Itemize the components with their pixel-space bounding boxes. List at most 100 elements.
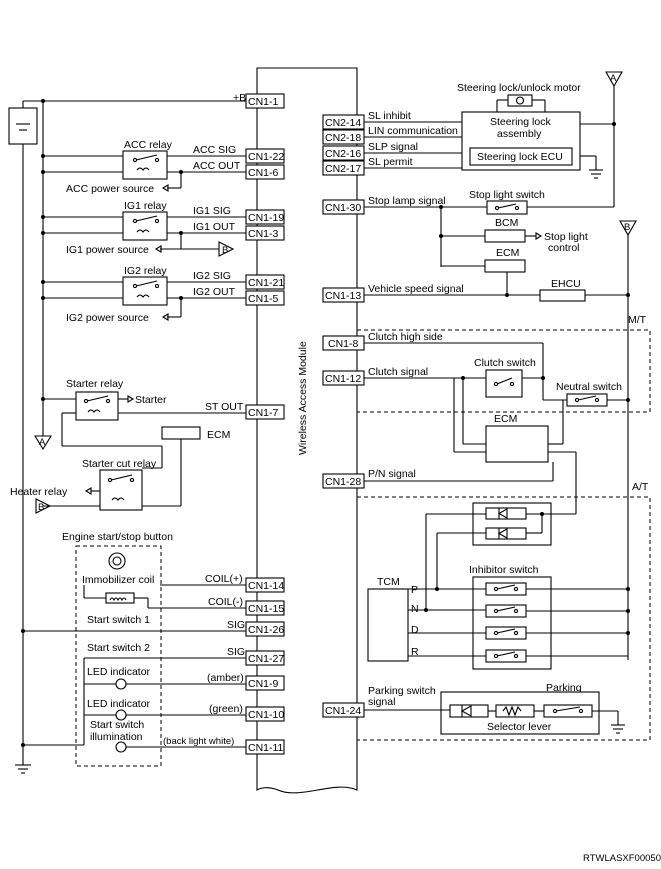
amber-label: (amber) bbox=[207, 672, 244, 684]
pin-cn2-16: CN2-16 bbox=[325, 148, 361, 160]
acc-power-label: ACC power source bbox=[66, 183, 154, 195]
clutch-signal-label: Clutch signal bbox=[368, 366, 428, 378]
pin-cn1-26: CN1-26 bbox=[248, 624, 284, 636]
pos-d-label: D bbox=[411, 624, 419, 636]
steering-assembly-2: assembly bbox=[497, 128, 542, 140]
pin-cn1-6: CN1-6 bbox=[248, 167, 279, 179]
ig2-sig-label: IG2 SIG bbox=[193, 270, 231, 282]
acc-relay-label: ACC relay bbox=[124, 139, 173, 151]
starter-label: Starter bbox=[135, 394, 167, 406]
pin-cn1-15: CN1-15 bbox=[248, 603, 284, 615]
ehcu-label: EHCU bbox=[551, 278, 581, 290]
slp-label: SLP signal bbox=[368, 141, 418, 153]
module-title: Wireless Access Module bbox=[297, 341, 309, 455]
plus-b-label: +B bbox=[233, 92, 246, 104]
green-label: (green) bbox=[209, 703, 243, 715]
pin-cn1-19: CN1-19 bbox=[248, 212, 284, 224]
parking-signal-1: Parking switch bbox=[368, 685, 436, 697]
start-illum-2-label: illumination bbox=[90, 731, 143, 743]
start-illum-1-label: Start switch bbox=[90, 719, 144, 731]
pos-r-label: R bbox=[411, 646, 419, 658]
ig1-power-label: IG1 power source bbox=[66, 244, 149, 256]
left-wiring: ACC relay ACC SIG ACC OUT ACC power sour… bbox=[8, 92, 246, 774]
starter-relay-label: Starter relay bbox=[66, 378, 124, 390]
start-switch-1-label: Start switch 1 bbox=[87, 614, 150, 626]
right-wiring: Steering lock/unlock motor Steering lock… bbox=[357, 71, 651, 741]
clutch-switch-label: Clutch switch bbox=[474, 357, 536, 369]
pos-n-label: N bbox=[411, 603, 419, 615]
pn-signal-label: P/N signal bbox=[368, 468, 416, 480]
engine-button-label: Engine start/stop button bbox=[62, 531, 173, 543]
pin-cn1-5: CN1-5 bbox=[248, 293, 279, 305]
pin-cn1-27: CN1-27 bbox=[248, 653, 284, 665]
connector-b-ig1: B bbox=[222, 245, 228, 256]
clutch-high-label: Clutch high side bbox=[368, 331, 443, 343]
tcm-label: TCM bbox=[377, 576, 400, 588]
pin-cn2-17: CN2-17 bbox=[325, 163, 361, 175]
wireless-access-module: Wireless Access Module bbox=[256, 67, 358, 794]
ecm-mt-label: ECM bbox=[494, 413, 517, 425]
parking-switch-1: Parking bbox=[546, 682, 582, 694]
ig1-sig-label: IG1 SIG bbox=[193, 205, 231, 217]
pin-cn1-10: CN1-10 bbox=[248, 709, 284, 721]
ecm-left-label: ECM bbox=[207, 429, 230, 441]
lin-label: LIN communication bbox=[368, 125, 458, 137]
ig2-out-label: IG2 OUT bbox=[193, 286, 236, 298]
start-switch-2-label: Start switch 2 bbox=[87, 642, 150, 654]
ig2-power-label: IG2 power source bbox=[66, 312, 149, 324]
pos-p-label: P bbox=[411, 584, 418, 596]
back-light-label: (back light white) bbox=[163, 736, 234, 747]
ig2-relay-label: IG2 relay bbox=[124, 265, 167, 277]
vehicle-speed-label: Vehicle speed signal bbox=[368, 283, 464, 295]
pin-cn1-8: CN1-8 bbox=[328, 338, 359, 350]
pin-cn1-24: CN1-24 bbox=[325, 705, 361, 717]
pin-cn1-11: CN1-11 bbox=[248, 742, 284, 754]
sl-inhibit-label: SL inhibit bbox=[368, 110, 411, 122]
pin-cn1-9: CN1-9 bbox=[248, 678, 279, 690]
pin-cn1-7: CN1-7 bbox=[248, 407, 279, 419]
figure-code: RTWLASXF000501 bbox=[583, 853, 661, 864]
pin-cn1-14: CN1-14 bbox=[248, 580, 284, 592]
selector-lever-label: Selector lever bbox=[487, 721, 552, 733]
heater-relay-label: Heater relay bbox=[10, 486, 68, 498]
coil-minus-label: COIL(-) bbox=[208, 596, 243, 608]
steering-ecu-label: Steering lock ECU bbox=[477, 151, 563, 163]
pin-cn1-30: CN1-30 bbox=[325, 202, 361, 214]
ig1-relay-label: IG1 relay bbox=[124, 200, 167, 212]
connector-a-left: A bbox=[39, 437, 46, 448]
bcm-label: BCM bbox=[495, 217, 518, 229]
sl-permit-label: SL permit bbox=[368, 156, 413, 168]
ig1-out-label: IG1 OUT bbox=[193, 221, 236, 233]
pin-cn1-21: CN1-21 bbox=[248, 277, 284, 289]
connector-a-right: A bbox=[610, 73, 617, 84]
right-pin-boxes: CN2-14 CN2-18 CN2-16 CN2-17 CN1-30 CN1-1… bbox=[322, 114, 365, 718]
connector-b-left: B bbox=[38, 502, 44, 513]
steering-assembly-1: Steering lock bbox=[490, 116, 551, 128]
immobilizer-coil-label: Immobilizer coil bbox=[82, 574, 154, 586]
stop-lamp-label: Stop lamp signal bbox=[368, 195, 446, 207]
pin-cn2-18: CN2-18 bbox=[325, 132, 361, 144]
stop-light-control-2: control bbox=[548, 242, 580, 254]
acc-out-label: ACC OUT bbox=[193, 160, 241, 172]
stop-light-switch-label: Stop light switch bbox=[469, 189, 545, 201]
pin-cn1-12: CN1-12 bbox=[325, 373, 361, 385]
pin-cn1-1: CN1-1 bbox=[248, 96, 279, 108]
starter-cut-relay-label: Starter cut relay bbox=[82, 458, 157, 470]
steering-motor-label: Steering lock/unlock motor bbox=[457, 82, 581, 94]
at-label: A/T bbox=[632, 481, 649, 493]
pin-cn1-13: CN1-13 bbox=[325, 290, 361, 302]
pin-cn1-22: CN1-22 bbox=[248, 151, 284, 163]
sig-27-label: SIG bbox=[227, 646, 245, 658]
ecm-stop-label: ECM bbox=[496, 247, 519, 259]
st-out-label: ST OUT bbox=[205, 401, 244, 413]
inhibitor-switch-label: Inhibitor switch bbox=[469, 564, 539, 576]
led-indicator-2-label: LED indicator bbox=[87, 698, 151, 710]
pin-cn1-28: CN1-28 bbox=[325, 476, 361, 488]
pin-cn1-3: CN1-3 bbox=[248, 228, 279, 240]
parking-signal-2: signal bbox=[368, 696, 395, 708]
left-pin-boxes: CN1-1 CN1-22 CN1-6 CN1-19 CN1-3 CN1-21 C… bbox=[245, 93, 285, 755]
led-indicator-1-label: LED indicator bbox=[87, 666, 151, 678]
connector-b-right: B bbox=[624, 222, 630, 233]
stop-light-control-1: Stop light bbox=[544, 231, 588, 243]
